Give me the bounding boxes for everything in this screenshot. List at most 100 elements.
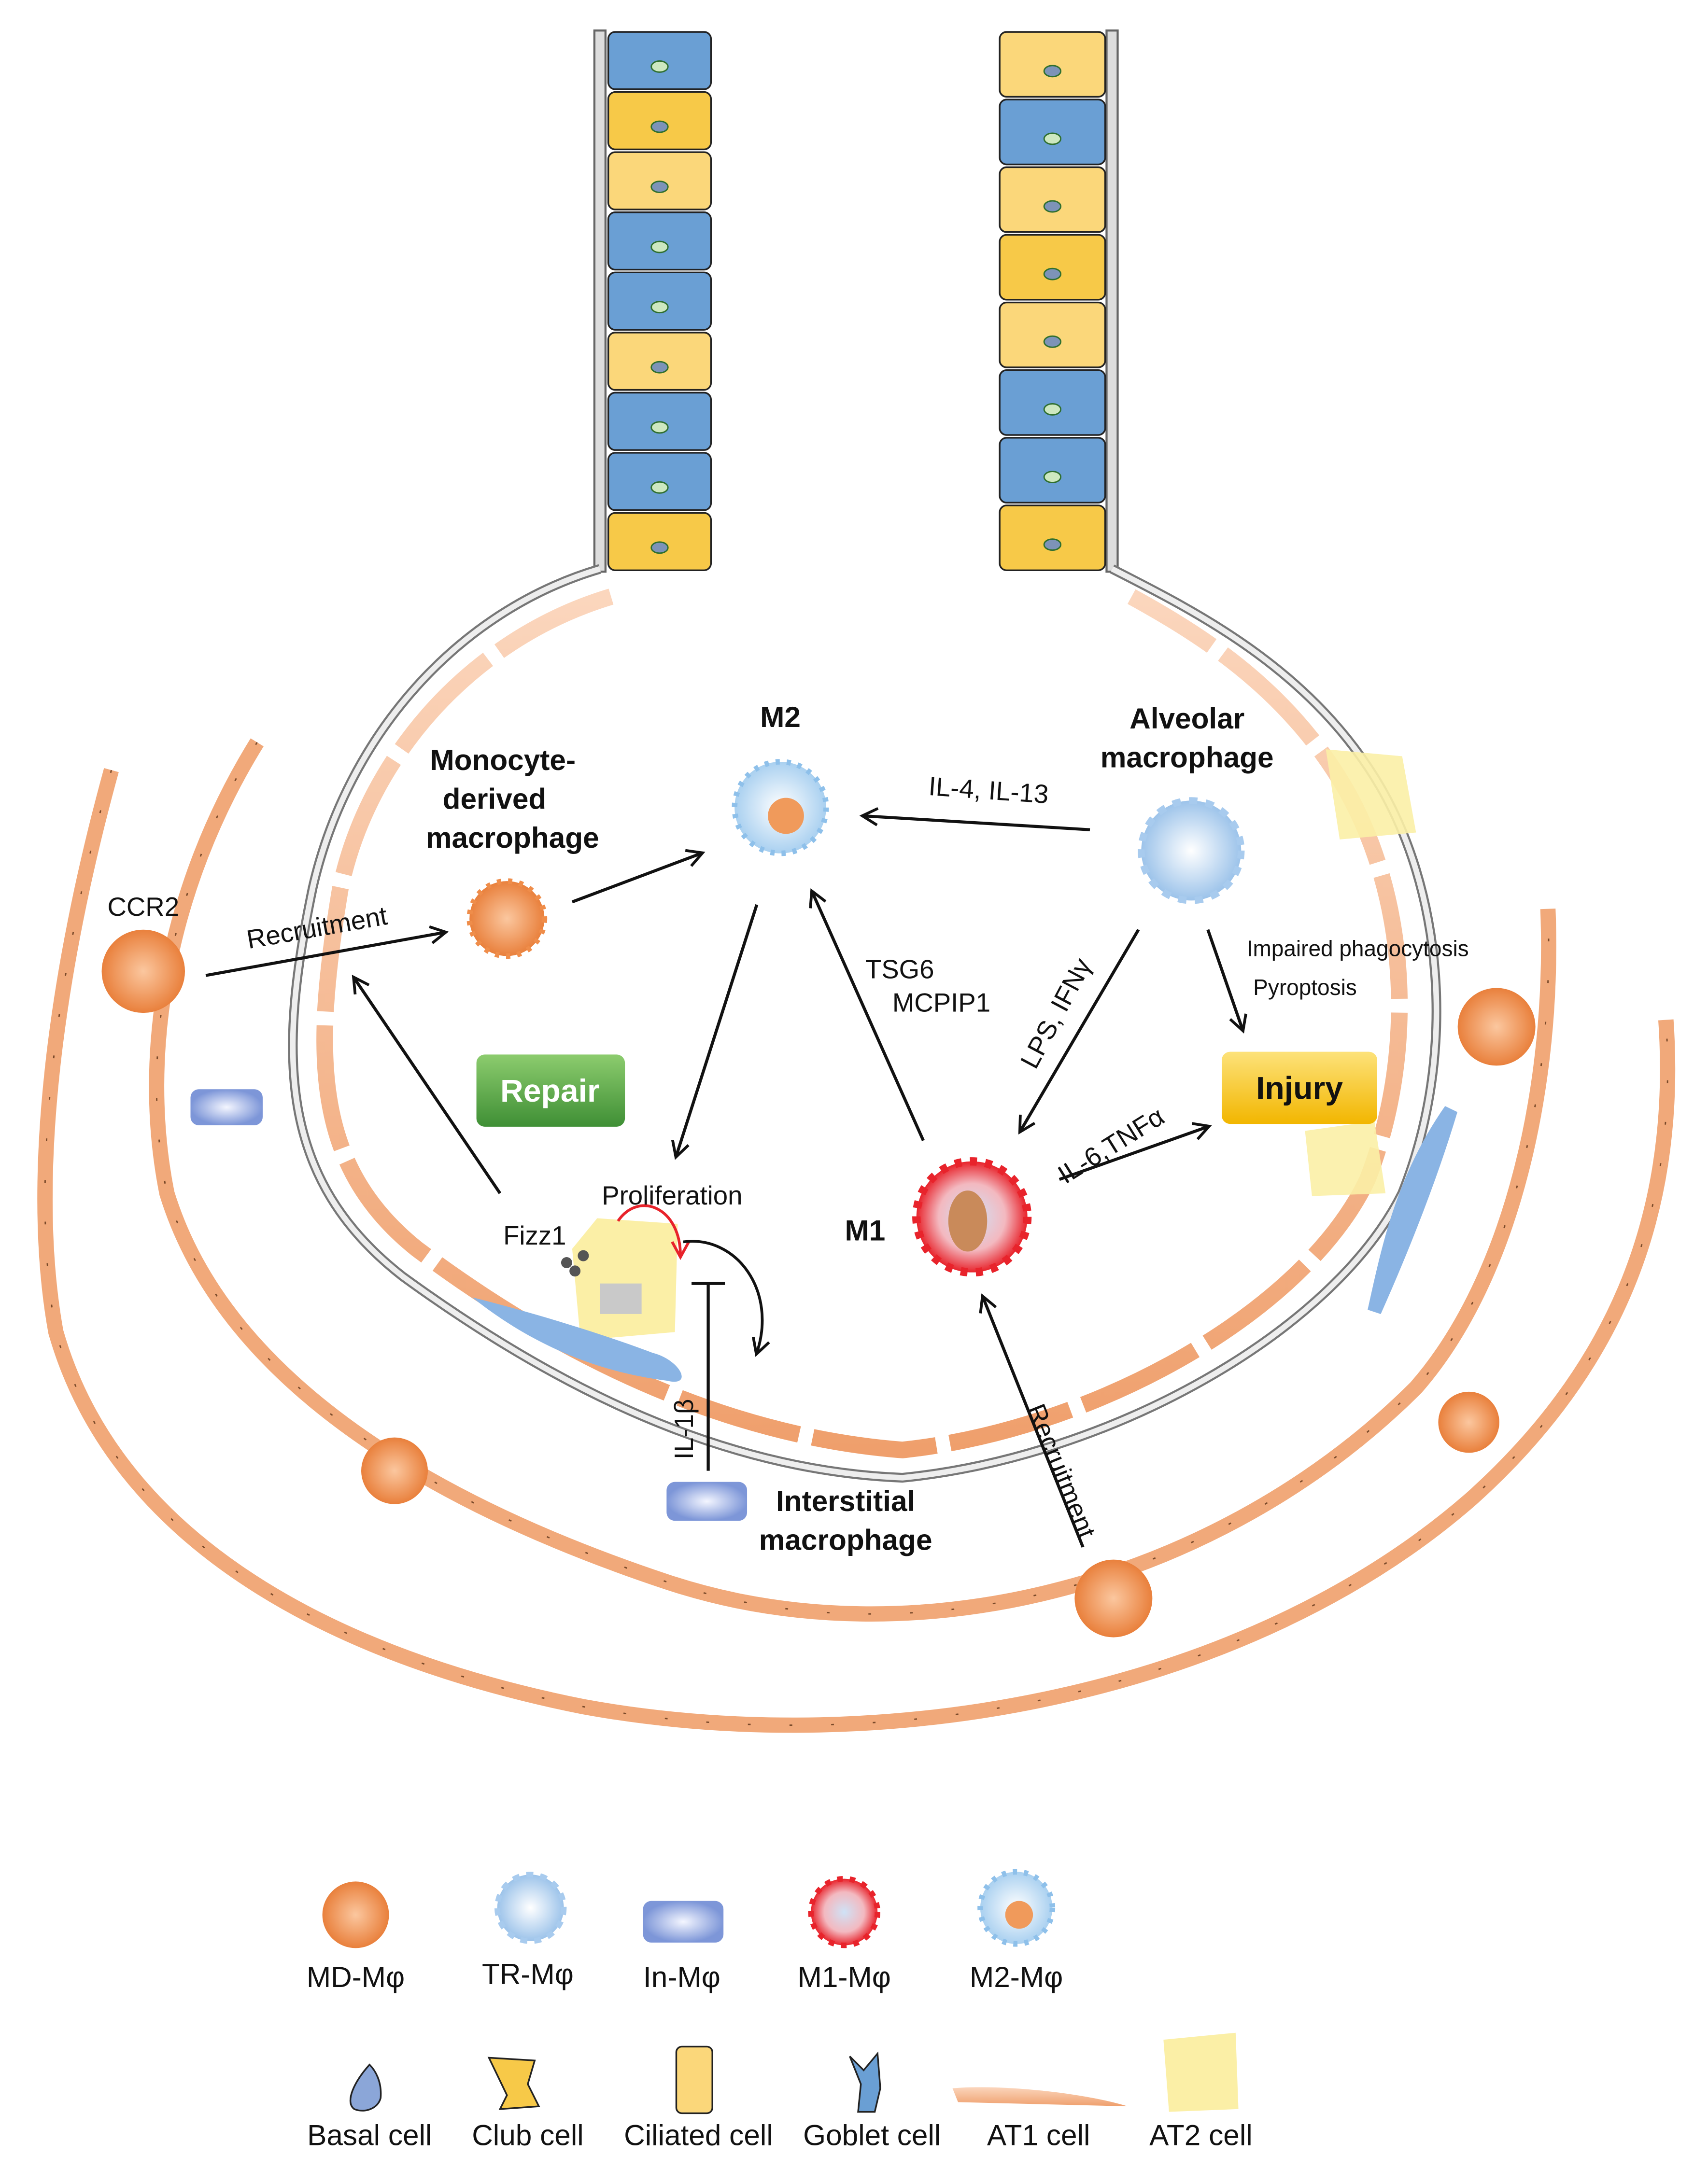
arrow-recruitment-bottom xyxy=(983,1297,1085,1548)
legend-m2: M2-Mφ xyxy=(970,1960,1063,1993)
club-cell xyxy=(999,504,1106,572)
nucleus xyxy=(1043,335,1062,348)
nucleus xyxy=(1043,471,1062,483)
ciliated-cell xyxy=(999,301,1106,368)
legend-basal: Basal cell xyxy=(307,2119,432,2152)
arrow-proliferation-loop xyxy=(617,1204,680,1256)
legend-goblet-icon xyxy=(849,2051,881,2113)
arrow-m1-to-m2 xyxy=(812,892,925,1141)
arrow-fizz1 xyxy=(354,978,502,1194)
arrow-alveolar-to-m2 xyxy=(863,816,1090,831)
nucleus xyxy=(1043,267,1062,280)
goblet-cell xyxy=(999,437,1106,504)
capillary-outer xyxy=(37,768,1676,1733)
legend-ciliated: Ciliated cell xyxy=(624,2119,773,2152)
pyroptosis-label: Pyroptosis xyxy=(1253,975,1357,1000)
alveolar-label-2: macrophage xyxy=(1101,741,1274,773)
legend-at2: AT2 cell xyxy=(1149,2119,1253,2152)
bronchiole-wall-right xyxy=(1105,29,1119,573)
legend-in-icon xyxy=(643,1901,724,1943)
at2-cell xyxy=(1326,749,1416,840)
repair-label: Repair xyxy=(500,1073,600,1109)
legend-tr-icon xyxy=(494,1872,567,1944)
interstitial-macrophage[interactable] xyxy=(666,1482,748,1521)
alveolus xyxy=(288,564,1458,1483)
at1-cell-lining xyxy=(316,588,1408,1458)
interstitial-macrophage[interactable] xyxy=(190,1089,263,1125)
impaired-phagocytosis-label: Impaired phagocytosis xyxy=(1247,936,1469,961)
legend-tr: TR-Mφ xyxy=(482,1958,574,1990)
legend-basal-icon xyxy=(349,2063,382,2112)
monocyte-label-1: Monocyte- xyxy=(430,743,576,776)
nucleus xyxy=(1043,65,1062,78)
legend-at1-icon xyxy=(952,2087,1128,2107)
legend-m1-icon xyxy=(808,1876,880,1948)
injury-label: Injury xyxy=(1256,1070,1343,1106)
ccr2-monocyte[interactable] xyxy=(101,929,185,1013)
lps-ifng-label: LPS, IFNγ xyxy=(1015,953,1097,1073)
proliferation-label: Proliferation xyxy=(602,1181,742,1210)
bronchiole xyxy=(593,29,1119,573)
nucleus xyxy=(650,541,669,554)
at2-cell-proliferating xyxy=(572,1218,678,1341)
nucleus xyxy=(1043,132,1062,145)
bronchiole-wall-left xyxy=(593,29,607,573)
monocyte-derived-macrophage[interactable] xyxy=(466,878,548,959)
epithelium-left xyxy=(607,31,712,572)
nucleus xyxy=(650,120,669,133)
alveolar-macrophage[interactable] xyxy=(1138,797,1245,904)
arrow-m1-to-injury xyxy=(1059,1127,1208,1181)
arrow-alveolar-to-m1 xyxy=(1020,929,1140,1131)
legend-md-icon xyxy=(322,1881,389,1948)
nucleus xyxy=(650,181,669,193)
epithelium-right xyxy=(999,31,1106,572)
alveolar-label-1: Alveolar xyxy=(1129,702,1244,735)
md-macrophage xyxy=(1074,1559,1153,1638)
club-cell xyxy=(999,234,1106,301)
legend-at2-icon xyxy=(1163,2032,1239,2112)
legend-club: Club cell xyxy=(472,2119,583,2152)
arrows xyxy=(205,816,1242,1548)
tsg6-label: TSG6 xyxy=(865,954,934,984)
ccr2-label: CCR2 xyxy=(107,892,179,922)
arrow-m2-to-proliferation xyxy=(676,904,759,1156)
monocyte-label-2: derived xyxy=(443,783,547,815)
fizz1-label: Fizz1 xyxy=(503,1221,566,1250)
m2-label: M2 xyxy=(760,700,801,733)
interstitial-label-1: Interstitial xyxy=(776,1484,915,1517)
mcpip1-label: MCPIP1 xyxy=(892,988,990,1017)
nucleus xyxy=(1043,538,1062,551)
cells xyxy=(101,759,1536,1638)
nucleus xyxy=(650,240,669,253)
legend-goblet: Goblet cell xyxy=(803,2119,941,2152)
nucleus xyxy=(650,301,669,314)
nucleus xyxy=(650,421,669,434)
nucleus xyxy=(1043,200,1062,213)
arrow-alveolar-to-injury xyxy=(1206,929,1242,1030)
ciliated-cell xyxy=(999,166,1106,233)
ciliated-cell xyxy=(999,31,1106,98)
md-macrophage xyxy=(1438,1391,1499,1453)
legend-club-icon xyxy=(487,2057,540,2110)
capillary-middle xyxy=(149,738,1556,1622)
md-macrophage xyxy=(361,1437,428,1504)
goblet-cell xyxy=(999,98,1106,166)
fibroblast xyxy=(472,1297,682,1382)
monocyte-label-3: macrophage xyxy=(426,821,599,854)
nucleus xyxy=(650,481,669,494)
fibroblast xyxy=(1368,1106,1458,1314)
legend: MD-Mφ TR-Mφ In-Mφ M1-Mφ M2-Mφ Basal cell… xyxy=(307,1869,1253,2152)
goblet-cell xyxy=(999,369,1106,436)
legend-md: MD-Mφ xyxy=(307,1960,405,1993)
nucleus xyxy=(650,361,669,374)
nucleus xyxy=(650,60,669,73)
arrow-at2-loop xyxy=(683,1240,762,1353)
m1-label: M1 xyxy=(845,1214,885,1247)
arrow-monocyte-to-m2 xyxy=(571,854,701,904)
md-macrophage xyxy=(1457,988,1536,1066)
legend-at1: AT1 cell xyxy=(987,2119,1090,2152)
repair-box: Repair xyxy=(476,1054,625,1127)
nucleus xyxy=(1043,403,1062,416)
il4-il13-label: IL-4, IL-13 xyxy=(928,771,1050,809)
